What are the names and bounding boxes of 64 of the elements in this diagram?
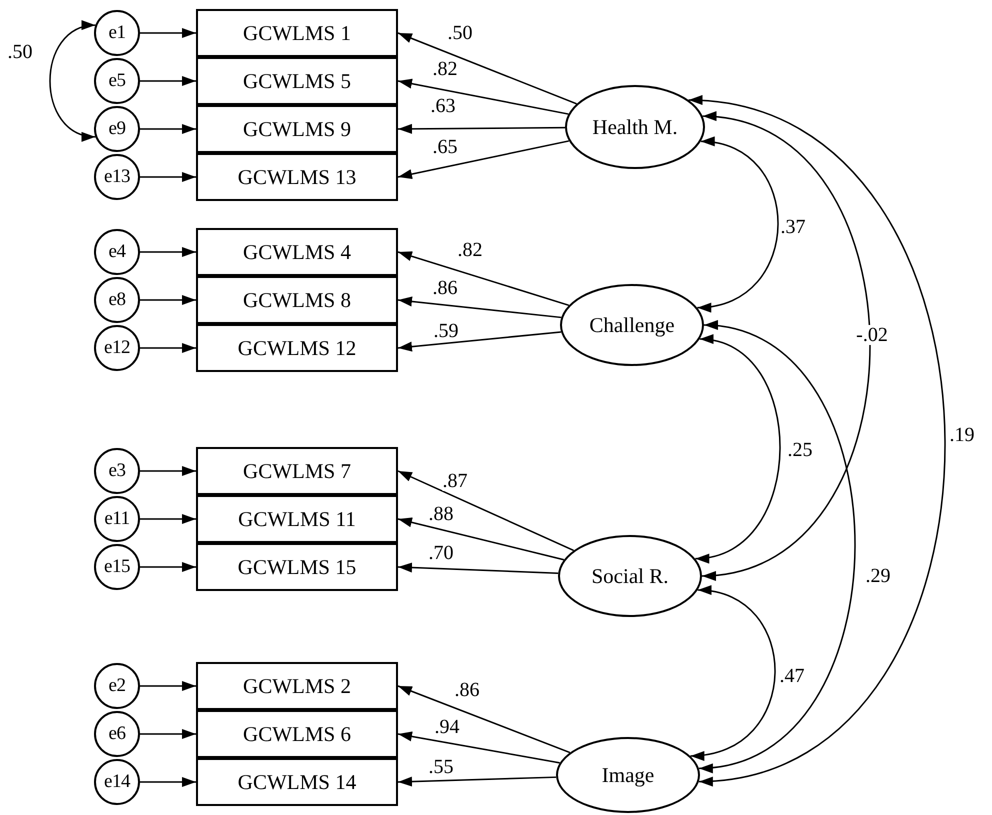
arrow [398,124,566,134]
indicator-box: GCWLMS 8 [196,276,398,324]
arrow [140,562,196,572]
latent-ellipse: Health M. [565,85,705,169]
indicator-box: GCWLMS 2 [196,662,398,710]
indicator-box: GCWLMS 9 [196,105,398,153]
double-headed-arrow [698,322,856,771]
indicator-box: GCWLMS 4 [196,228,398,276]
arrow [140,777,196,787]
error-circle: e13 [94,154,140,200]
arrow [140,28,196,38]
error-circle: e2 [94,663,140,709]
arrow [140,343,196,353]
error-circle: e15 [94,544,140,590]
error-circle: e8 [94,277,140,323]
double-headed-arrow [49,22,96,140]
double-headed-arrow [697,138,779,311]
double-headed-arrow [695,336,781,562]
arrow [398,296,562,318]
error-circle: e14 [94,759,140,805]
indicator-box: GCWLMS 1 [196,9,398,57]
arrow [140,729,196,739]
arrow [140,76,196,86]
arrow [398,685,570,754]
latent-ellipse: Challenge [560,284,704,366]
error-circle: e5 [94,58,140,104]
error-circle: e6 [94,711,140,757]
arrow [398,251,570,306]
error-circle: e9 [94,106,140,152]
arrow [398,78,569,115]
arrow [140,514,196,524]
arrow [398,776,556,787]
edge-label: .87 [442,471,468,491]
indicator-box: GCWLMS 13 [196,153,398,201]
error-circle: e3 [94,448,140,494]
error-circle: e11 [94,496,140,542]
edge-label: -.02 [856,325,888,345]
arrow [140,466,196,476]
double-headed-arrow [702,114,870,578]
indicator-box: GCWLMS 15 [196,543,398,591]
arrow [398,470,574,552]
arrow [398,331,562,352]
error-circle: e12 [94,325,140,371]
indicator-box: GCWLMS 5 [196,57,398,105]
indicator-box: GCWLMS 11 [196,495,398,543]
arrow [140,295,196,305]
arrow [140,681,196,691]
arrow [398,140,570,179]
latent-ellipse: Image [556,737,700,813]
error-circle: e1 [94,10,140,56]
double-headed-arrow [690,586,776,760]
arrow [140,172,196,182]
arrow [398,32,577,105]
arrow [398,517,564,560]
indicator-box: GCWLMS 14 [196,758,398,806]
arrow [398,732,560,764]
indicator-box: GCWLMS 6 [196,710,398,758]
error-circle: e4 [94,229,140,275]
indicator-box: GCWLMS 7 [196,447,398,495]
latent-ellipse: Social R. [558,535,702,617]
indicator-box: GCWLMS 12 [196,324,398,372]
arrow [140,124,196,134]
arrow [398,562,558,574]
arrow [140,247,196,257]
